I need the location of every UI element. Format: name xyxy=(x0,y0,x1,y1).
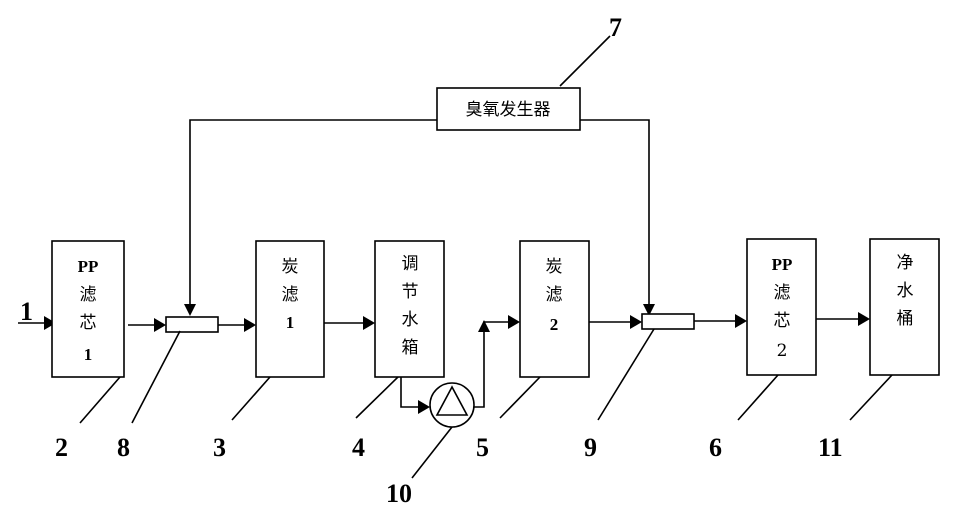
clean-water-bucket-text-a: 净 xyxy=(897,253,914,273)
flow-tank-to-pump-arrow xyxy=(418,400,430,414)
carbon-filter-1-box xyxy=(255,240,325,378)
leader-line-2 xyxy=(79,376,121,424)
clean-water-bucket-text-c: 桶 xyxy=(897,309,914,329)
pp-filter-1-text-c: 芯 xyxy=(80,313,97,333)
carbon-filter-2-text-a: 炭 xyxy=(546,257,563,277)
label-7: 7 xyxy=(609,13,622,42)
clean-water-bucket-text-b: 水 xyxy=(897,281,914,301)
label-11: 11 xyxy=(818,433,843,462)
clean-water-bucket-box xyxy=(869,238,940,376)
flow-carbon1-to-tank-arrow xyxy=(363,316,375,330)
pp-filter-2-text-d: 2 xyxy=(777,341,788,361)
pp-filter-1-box xyxy=(51,240,125,378)
ozone-line-right xyxy=(580,119,650,308)
label-8: 8 xyxy=(117,433,130,462)
label-3: 3 xyxy=(213,433,226,462)
regulating-tank-text-b: 节 xyxy=(402,282,419,302)
pp-filter-1-text-d: 1 xyxy=(84,345,93,364)
regulating-tank-text-c: 水 xyxy=(402,310,419,330)
label-1: 1 xyxy=(20,297,33,326)
pp-filter-2-text-b: 滤 xyxy=(774,283,791,303)
pp-filter-1-text-a: PP xyxy=(78,257,99,276)
ozone-generator-box xyxy=(436,87,581,131)
pp-filter-2-box xyxy=(746,238,817,376)
label-6: 6 xyxy=(709,433,722,462)
pump-10-triangle xyxy=(435,385,469,416)
flow-mixer9-to-pp2-arrow xyxy=(735,314,747,328)
inlet-arrow xyxy=(44,316,56,330)
flow-pump-to-carbon2 xyxy=(474,321,510,408)
flow-tank-to-pump xyxy=(400,377,420,408)
label-2: 2 xyxy=(55,433,68,462)
leader-line-4 xyxy=(355,376,399,419)
label-10: 10 xyxy=(386,479,412,508)
regulating-tank-box xyxy=(374,240,445,378)
leader-line-3 xyxy=(231,376,271,421)
pp-filter-2-text-c: 芯 xyxy=(774,311,791,331)
carbon-filter-1-text-a: 炭 xyxy=(282,257,299,277)
label-5: 5 xyxy=(476,433,489,462)
ozone-mixer-9 xyxy=(641,313,695,330)
regulating-tank-text-d: 箱 xyxy=(402,338,419,358)
leader-line-10 xyxy=(411,426,453,479)
label-9: 9 xyxy=(584,433,597,462)
carbon-filter-2-text-b: 滤 xyxy=(546,285,563,305)
ozone-arrow-right xyxy=(643,304,655,316)
flow-pump-to-carbon2-arrow xyxy=(508,315,520,329)
pp-filter-1-text-b: 滤 xyxy=(80,285,97,305)
ozone-line-left xyxy=(189,119,437,308)
leader-line-11 xyxy=(849,374,893,421)
label-4: 4 xyxy=(352,433,365,462)
carbon-filter-2-text-c: 2 xyxy=(550,315,559,334)
flow-pp1-to-mixer8-arrow xyxy=(154,318,166,332)
flow-mixer8-to-carbon1-arrow xyxy=(244,318,256,332)
pump-10-circle xyxy=(429,382,475,428)
regulating-tank-text-a: 调 xyxy=(402,254,419,274)
leader-line-8 xyxy=(131,330,181,424)
flow-carbon2-to-mixer9-arrow xyxy=(630,315,642,329)
carbon-filter-1-text-b: 滤 xyxy=(282,285,299,305)
leader-line-6 xyxy=(737,374,779,421)
ozone-mixer-8 xyxy=(165,316,219,333)
ozone-generator-label: 臭氧发生器 xyxy=(466,100,551,120)
flow-pump-up-arrow xyxy=(478,320,490,332)
flow-pp2-to-bucket-arrow xyxy=(858,312,870,326)
carbon-filter-2-box xyxy=(519,240,590,378)
ozone-arrow-left xyxy=(184,304,196,316)
leader-line-5 xyxy=(499,376,541,419)
leader-line-9 xyxy=(597,328,655,421)
carbon-filter-1-text-c: 1 xyxy=(286,313,295,332)
leader-line-7 xyxy=(559,35,611,87)
pp-filter-2-text-a: PP xyxy=(772,255,793,274)
